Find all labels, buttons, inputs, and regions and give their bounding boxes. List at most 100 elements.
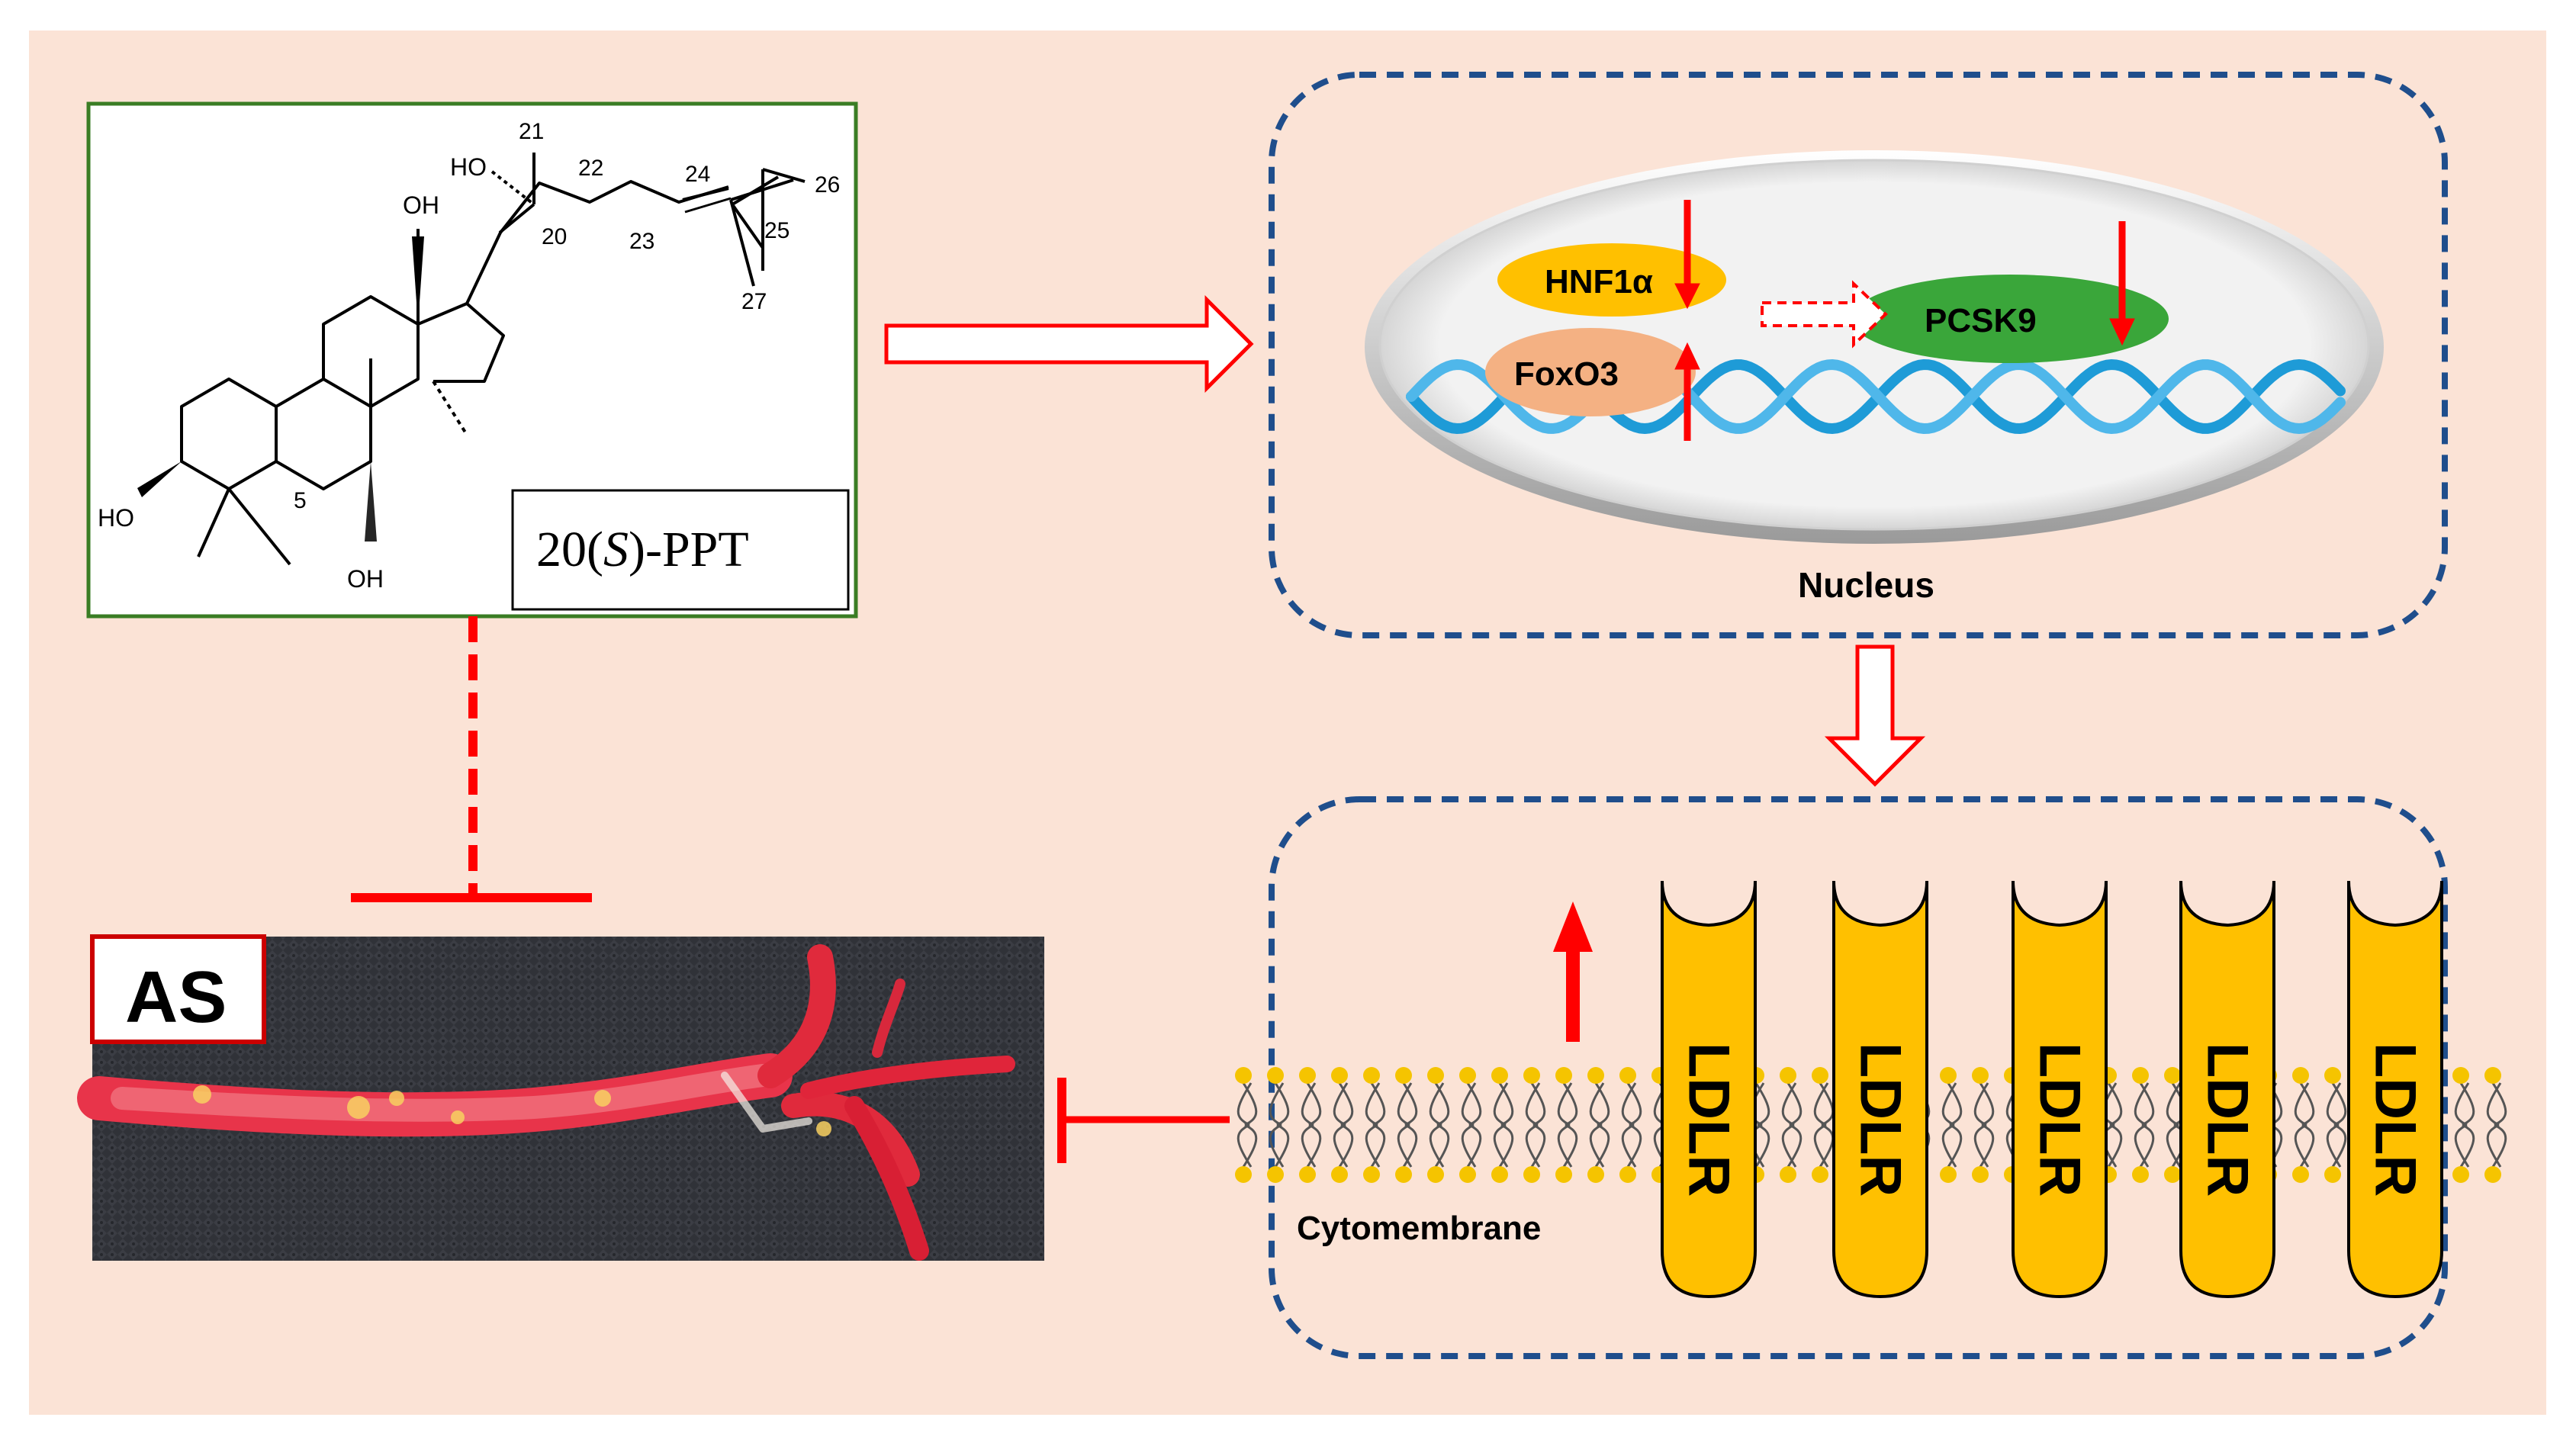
hash-bond-c6: [365, 461, 377, 542]
nucleus-label: Nucleus: [1798, 565, 1934, 605]
foxo3-ellipse: [1485, 328, 1696, 416]
lipid-tail: [1365, 1082, 1386, 1168]
lipid-tail: [1493, 1082, 1514, 1168]
lipid-head: [1459, 1067, 1476, 1084]
ldlr-label: LDLR: [2028, 1043, 2092, 1197]
lipid-head: [1523, 1067, 1540, 1084]
atom-label-22: 22: [578, 156, 603, 181]
lipid-head: [1587, 1067, 1604, 1084]
foxo3-label: FoxO3: [1514, 355, 1619, 393]
lipid-head: [1619, 1067, 1636, 1084]
hollow-arrow-down: [1824, 644, 1926, 787]
lipid-head: [1331, 1067, 1348, 1084]
group-label-oh-6: OH: [347, 565, 384, 593]
lipid-head: [1491, 1067, 1508, 1084]
ldlr-label: LDLR: [1677, 1043, 1741, 1197]
lipid-head: [1427, 1166, 1444, 1183]
group-label-oh-12: OH: [403, 191, 439, 219]
lipid-tail: [1589, 1082, 1610, 1168]
atom-label-24: 24: [685, 162, 710, 187]
compound-inhibits-lesion: [351, 616, 592, 902]
lipid-tail: [1397, 1082, 1418, 1168]
lipid-head: [1395, 1166, 1412, 1183]
lipid-head: [1972, 1067, 1989, 1084]
lipid-head: [2164, 1067, 2181, 1084]
lipid-head: [1363, 1166, 1380, 1183]
lipid-head: [2324, 1166, 2341, 1183]
lipid-tail: [1461, 1082, 1482, 1168]
lipid-head: [2452, 1067, 2469, 1084]
lipid-head: [1619, 1166, 1636, 1183]
hnf1a-ellipse: [1497, 243, 1726, 317]
lipid-head: [2292, 1166, 2309, 1183]
atom-label-5: 5: [294, 488, 307, 513]
lipid-head: [1267, 1166, 1284, 1183]
lipid-head: [1940, 1166, 1957, 1183]
chemical-structure: [180, 153, 806, 566]
lipid-head: [2484, 1166, 2501, 1183]
atom-label-26: 26: [815, 172, 840, 198]
hnf1a-label: HNF1α: [1545, 263, 1653, 300]
lipid-head: [1555, 1166, 1572, 1183]
lipid-head: [1395, 1067, 1412, 1084]
lipid-tail: [1557, 1082, 1578, 1168]
lipid-tail: [1269, 1082, 1290, 1168]
ldlr-label: LDLR: [2363, 1043, 2428, 1197]
group-label-ho-3: HO: [98, 504, 134, 532]
lipid-tail: [1621, 1082, 1642, 1168]
lipid-head: [1812, 1067, 1828, 1084]
lipid-tail: [1301, 1082, 1322, 1168]
lipid-head: [2164, 1166, 2181, 1183]
ldlr-receptor: [1832, 880, 1928, 1299]
lipid-head: [1427, 1067, 1444, 1084]
atom-label-20: 20: [542, 224, 567, 249]
dashed-hollow-arrow: [1761, 280, 1888, 349]
lipid-head: [1555, 1067, 1572, 1084]
lipid-head: [2324, 1067, 2341, 1084]
nucleus-panel: HNF1α FoxO3 PCSK9 Nucleus: [1269, 72, 2448, 638]
lipid-tail: [2294, 1082, 2315, 1168]
lipid-head: [2484, 1067, 2501, 1084]
ldlr-receptor: [2347, 880, 2443, 1299]
ldlr-receptor: [1661, 880, 1757, 1299]
ldlr-label: LDLR: [2195, 1043, 2260, 1197]
lipid-tail: [2134, 1082, 2155, 1168]
lipid-head: [1235, 1067, 1252, 1084]
lipid-tail: [2326, 1082, 2347, 1168]
aorta-lesion-photo: AS: [77, 934, 1044, 1261]
lipid-head: [2132, 1166, 2149, 1183]
lipid-head: [1491, 1166, 1508, 1183]
dna-strand-b: [1406, 358, 2346, 435]
lipid-head: [1523, 1166, 1540, 1183]
hnf1a-down-arrow-head: [1674, 283, 1700, 310]
lipid-tail: [2486, 1082, 2507, 1168]
lipid-head: [1299, 1166, 1316, 1183]
pcsk9-label: PCSK9: [1925, 302, 2037, 339]
lipid-head: [1363, 1067, 1380, 1084]
cytomembrane-label: Cytomembrane: [1297, 1210, 1541, 1247]
ldlr-receptor: [2179, 880, 2275, 1299]
lipid-tail: [1429, 1082, 1450, 1168]
aorta-tissue: [77, 944, 1015, 1261]
lipid-head: [1587, 1166, 1604, 1183]
plaque-spots: [193, 1085, 831, 1136]
lipid-head: [1459, 1166, 1476, 1183]
as-label-frame: [90, 934, 266, 1044]
lipid-head: [1780, 1166, 1796, 1183]
lipid-head: [1331, 1166, 1348, 1183]
lipid-tail: [1941, 1082, 1963, 1168]
lipid-head: [2452, 1166, 2469, 1183]
lipid-head: [1235, 1166, 1252, 1183]
atom-label-23: 23: [629, 229, 654, 254]
pcsk9-down-arrow-head: [2109, 318, 2135, 346]
lipid-tail: [1333, 1082, 1354, 1168]
lipid-head: [2132, 1067, 2149, 1084]
lipid-tail: [2454, 1082, 2475, 1168]
ldlr-up-arrow-head: [1553, 901, 1593, 952]
ldlr-receptor: [2012, 880, 2108, 1299]
atom-label-27: 27: [741, 289, 767, 314]
wedge-bond-c3: [137, 461, 182, 497]
atom-label-21: 21: [519, 119, 544, 144]
